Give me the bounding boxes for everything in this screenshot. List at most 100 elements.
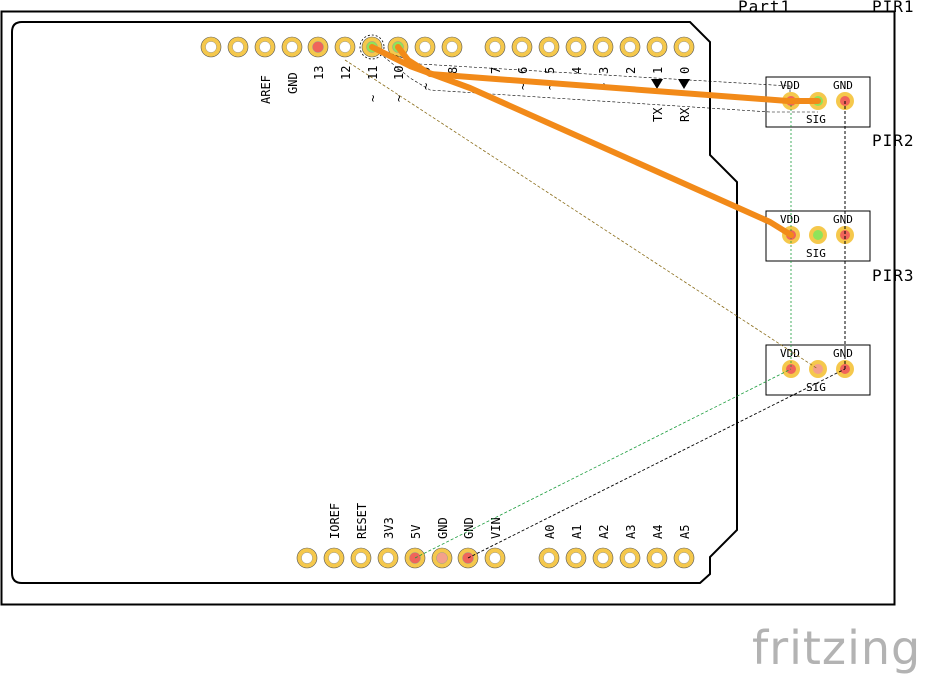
- label-a4: A4: [651, 525, 665, 539]
- label-d3: 3: [597, 67, 611, 74]
- pad-d6[interactable]: [511, 36, 533, 58]
- pad-d5[interactable]: [538, 36, 560, 58]
- ratsnest-5v-pir3: [414, 368, 792, 559]
- ratsnest-gnd-pir3: [467, 368, 846, 559]
- label-a3: A3: [624, 525, 638, 539]
- pcb-board-outline: [0, 10, 896, 606]
- pir3-part-label: PIR3: [872, 266, 915, 285]
- ratsnest-d11-pir1-b: [371, 46, 818, 113]
- pad-gnd1[interactable]: [431, 547, 453, 569]
- pad-d8[interactable]: [441, 36, 463, 58]
- pwm-mark-d11: ~: [366, 95, 380, 102]
- pir3-label-sig: SIG: [806, 381, 826, 394]
- pad-a3[interactable]: [619, 547, 641, 569]
- pir2-pad-gnd[interactable]: [836, 226, 854, 244]
- pad-3v3[interactable]: [377, 547, 399, 569]
- label-d2: 2: [624, 67, 638, 74]
- label-a2: A2: [597, 525, 611, 539]
- pad-gnd-top[interactable]: [281, 36, 303, 58]
- label-d8: 8: [446, 67, 460, 74]
- pir3-pad-sig[interactable]: [809, 360, 827, 378]
- label-3v3: 3V3: [382, 517, 396, 539]
- pir2-module[interactable]: VDD GND SIG: [765, 210, 871, 262]
- pad-a4[interactable]: [646, 547, 668, 569]
- pir1-label-gnd: GND: [833, 79, 853, 92]
- label-d4: 4: [570, 67, 584, 74]
- label-d12: 12: [339, 66, 353, 80]
- label-a1: A1: [570, 525, 584, 539]
- analog-header: [538, 547, 695, 569]
- label-reset: RESET: [355, 503, 369, 539]
- label-rx: RX: [678, 107, 692, 122]
- ratsnest-lines: [344, 46, 846, 559]
- pir2-label-vdd: VDD: [780, 213, 800, 226]
- label-tx: TX: [651, 107, 665, 122]
- pad-vin[interactable]: [484, 547, 506, 569]
- pwm-mark-d9: ~: [419, 83, 433, 90]
- top-header: [200, 34, 695, 60]
- top-header-labels: AREF GND 13 12 11 10 9 8 7 6 5 4 3 2 1 0…: [259, 66, 692, 122]
- pad-a2[interactable]: [592, 547, 614, 569]
- pad-a5[interactable]: [673, 547, 695, 569]
- label-gnd-top: GND: [286, 72, 300, 94]
- pad-aref[interactable]: [254, 36, 276, 58]
- tx-led-icon: [651, 79, 663, 89]
- ratsnest-d11-pir1-a: [371, 46, 791, 92]
- copper-traces: [369, 44, 821, 238]
- pwm-mark-d6: ~: [516, 83, 530, 90]
- label-d13: 13: [312, 66, 326, 80]
- label-d7: 7: [489, 67, 503, 74]
- arduino-shield-outline: [11, 21, 738, 584]
- pad-d4[interactable]: [565, 36, 587, 58]
- pad-nc1[interactable]: [200, 36, 222, 58]
- rx-led-icon: [678, 79, 690, 89]
- trace-d11-pir2: [369, 44, 794, 238]
- pir1-label-sig: SIG: [806, 113, 826, 126]
- label-gnd2: GND: [462, 517, 476, 539]
- pir2-part-label: PIR2: [872, 131, 915, 150]
- label-d6: 6: [516, 67, 530, 74]
- pad-a1[interactable]: [565, 547, 587, 569]
- label-gnd1: GND: [436, 517, 450, 539]
- part1-label: Part1: [738, 0, 791, 16]
- ratsnest-d12-pir3: [344, 59, 819, 370]
- label-a5: A5: [678, 525, 692, 539]
- pad-d0[interactable]: [673, 36, 695, 58]
- pad-d2[interactable]: [619, 36, 641, 58]
- pir1-label-vdd: VDD: [780, 79, 800, 92]
- pir3-label-vdd: VDD: [780, 347, 800, 360]
- pir1-part-label: PIR1: [872, 0, 915, 16]
- pad-d7[interactable]: [484, 36, 506, 58]
- pad-power-nc[interactable]: [296, 547, 318, 569]
- pir2-label-sig: SIG: [806, 247, 826, 260]
- pad-reset[interactable]: [350, 547, 372, 569]
- pad-d12[interactable]: [334, 36, 356, 58]
- pad-ioref[interactable]: [323, 547, 345, 569]
- power-header: [296, 547, 506, 569]
- pad-d9[interactable]: [414, 36, 436, 58]
- pwm-mark-d10: ~: [392, 95, 406, 102]
- label-a0: A0: [543, 525, 557, 539]
- label-5v: 5V: [409, 525, 423, 539]
- pad-ioref-top[interactable]: [227, 36, 249, 58]
- pir3-outline: [765, 344, 871, 396]
- fritzing-logo: fritzing: [752, 621, 921, 675]
- label-aref: AREF: [259, 75, 273, 104]
- pir2-label-gnd: GND: [833, 213, 853, 226]
- label-ioref: IOREF: [328, 503, 342, 539]
- pad-d3[interactable]: [592, 36, 614, 58]
- label-d11: 11: [366, 66, 380, 80]
- pir2-outline: [765, 210, 871, 262]
- label-d5: 5: [543, 67, 557, 74]
- label-d0: 0: [678, 67, 692, 74]
- bottom-header-labels: IOREF RESET 3V3 5V GND GND VIN A0 A1 A2 …: [328, 503, 692, 539]
- pwm-mark-d5: ~: [543, 83, 557, 90]
- pad-d1[interactable]: [646, 36, 668, 58]
- label-vin: VIN: [489, 517, 503, 539]
- label-d10: 10: [392, 66, 406, 80]
- pir2-pad-sig[interactable]: [809, 226, 827, 244]
- label-d1: 1: [651, 67, 665, 74]
- pad-a0[interactable]: [538, 547, 560, 569]
- pad-d13[interactable]: [307, 36, 329, 58]
